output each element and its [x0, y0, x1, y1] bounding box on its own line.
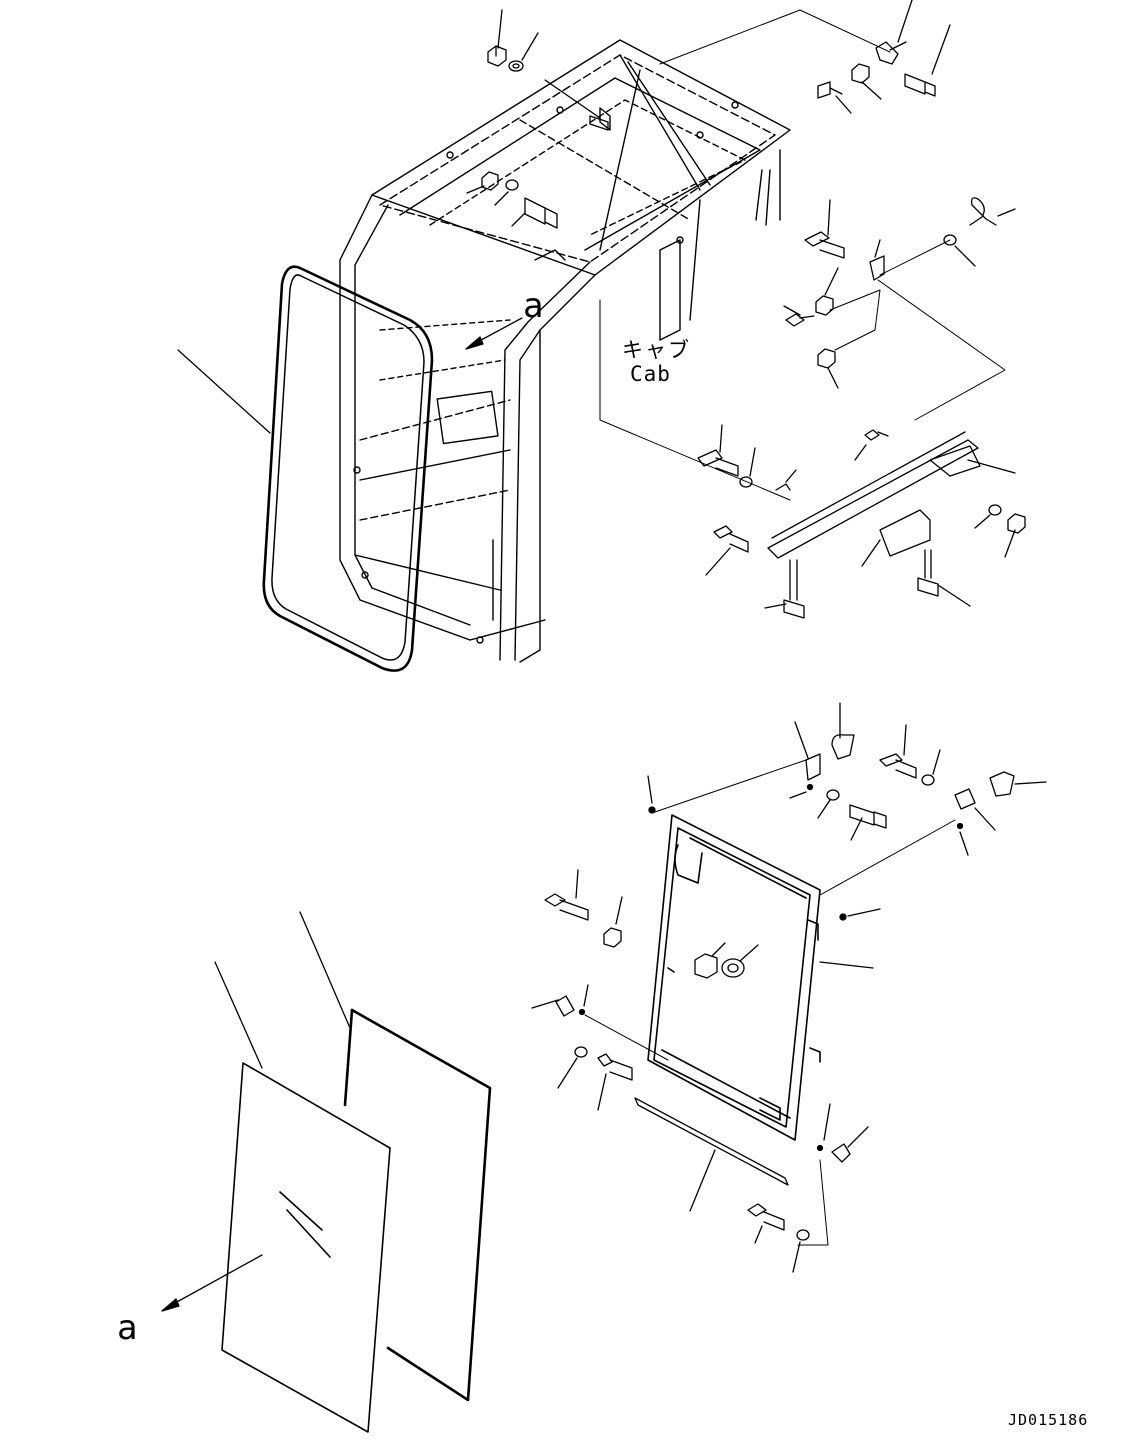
harness-icon	[969, 197, 997, 226]
nut-icon	[694, 953, 718, 979]
washer-icon	[505, 179, 519, 191]
washer-icon	[796, 1229, 810, 1241]
washer-icon	[508, 60, 524, 72]
window-hardware	[531, 702, 1047, 1273]
washer-icon	[988, 504, 1002, 516]
nut-icon	[603, 927, 622, 948]
drawing-id: JD015186	[1008, 1411, 1089, 1429]
bolt-icon	[849, 804, 887, 829]
leader-line	[299, 911, 351, 1029]
glass-pane	[221, 1062, 391, 1433]
bracket-icon	[954, 788, 976, 810]
bracket-icon	[805, 753, 821, 781]
nut-icon	[851, 63, 870, 84]
view-a-label: a	[523, 286, 544, 326]
bolt-icon	[917, 549, 939, 597]
cab-label-jp: キャブ	[622, 338, 691, 362]
latch-icon	[831, 734, 855, 760]
bolt-icon	[785, 313, 815, 327]
bolt-icon	[904, 73, 936, 97]
bolt-icon	[783, 559, 805, 619]
handrail-assembly	[697, 424, 1026, 619]
arrow-icon	[465, 317, 523, 350]
nut-icon	[487, 45, 507, 67]
bracket-icon	[869, 255, 885, 281]
washer-icon	[826, 789, 840, 801]
bolt-icon	[864, 429, 889, 441]
bolt-icon	[804, 231, 845, 259]
washer-icon	[921, 774, 935, 786]
cab-frame	[339, 39, 791, 663]
latch-icon	[989, 771, 1015, 797]
cab-label-en: Cab	[630, 362, 671, 386]
nut-icon	[817, 348, 836, 369]
bolt-icon	[544, 893, 589, 921]
bolt-icon	[747, 1203, 785, 1231]
bolt-icon	[697, 449, 739, 477]
nut-icon	[815, 295, 834, 316]
nut-icon	[1007, 513, 1026, 534]
window-frame	[647, 814, 821, 1141]
bracket-icon	[875, 41, 907, 65]
bolt-icon	[817, 81, 843, 99]
bolt-icon	[713, 525, 749, 553]
latch-icon	[555, 995, 575, 1017]
washer-icon	[943, 234, 957, 246]
window-seal-ring	[262, 265, 434, 672]
view-a-label-bottom: a	[117, 1308, 138, 1348]
leader-line	[214, 961, 263, 1069]
latch-icon	[831, 1143, 851, 1163]
bolt-icon	[597, 1053, 633, 1081]
bracket-icon	[879, 509, 931, 557]
leader-line	[177, 349, 271, 434]
right-hardware	[599, 197, 1016, 501]
bolt-icon	[879, 753, 917, 779]
top-hardware	[466, 0, 951, 229]
bolt-icon	[524, 197, 558, 229]
washer-icon	[574, 1046, 588, 1058]
washer-icon	[739, 476, 753, 488]
rail-strip	[634, 1097, 789, 1186]
arrow-icon	[161, 1254, 263, 1312]
glass-seal	[343, 1008, 492, 1402]
grommet-icon	[721, 958, 745, 978]
